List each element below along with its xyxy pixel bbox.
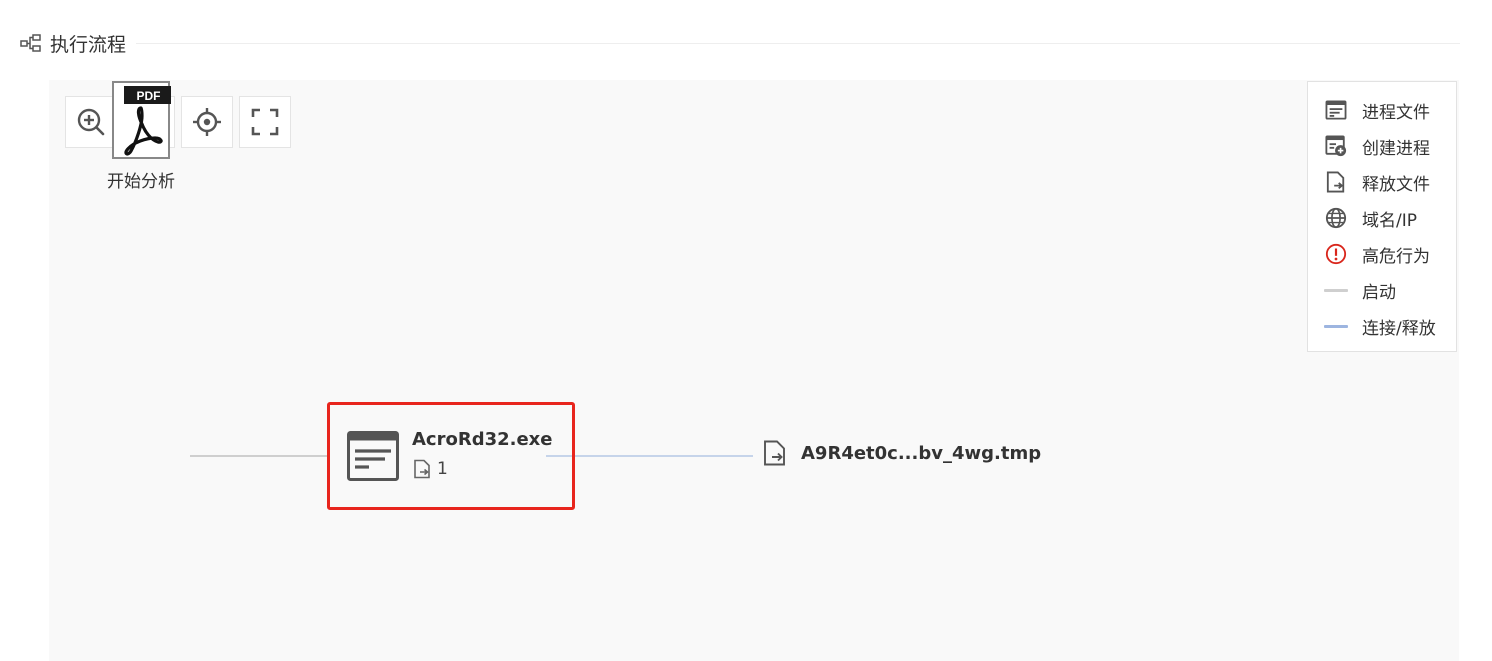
legend-label: 创建进程 [1362,138,1430,159]
edge-launch [190,455,329,457]
legend-label: 域名/IP [1362,210,1417,231]
alert-icon [1322,240,1350,268]
section-divider [136,42,1460,44]
graph-toolbar [65,96,291,148]
legend-item-release-file: 释放文件 [1308,164,1456,200]
globe-icon [1322,204,1350,232]
process-name: AcroRd32.exe [412,429,553,450]
release-file-icon [1322,168,1350,196]
section-title: 执行流程 [50,33,127,56]
flow-tree-icon [20,34,42,52]
legend-item-launch: 启动 [1308,272,1456,308]
legend-label: 高危行为 [1362,246,1430,267]
zoom-in-icon [77,108,105,136]
edge-release [546,455,753,457]
legend-item-create-process: 创建进程 [1308,128,1456,164]
crosshair-icon [193,108,221,136]
release-file-icon [764,440,785,466]
start-node-label: 开始分析 [107,172,175,192]
process-release-count: 1 [413,459,448,479]
process-file-icon [347,431,399,481]
release-file-icon [414,459,430,479]
legend-item-process-file: 进程文件 [1308,92,1456,128]
process-node[interactable]: AcroRd32.exe 1 [327,402,575,510]
legend-label: 释放文件 [1362,174,1430,195]
legend-item-high-risk: 高危行为 [1308,236,1456,272]
blue-line-icon [1322,312,1350,340]
center-button[interactable] [181,96,233,148]
gray-line-icon [1322,276,1350,304]
create-process-icon [1322,132,1350,160]
fullscreen-icon [251,108,279,136]
section-header: 执行流程 [20,28,1460,58]
released-file-node[interactable]: A9R4et0c...bv_4wg.tmp [763,440,1041,466]
process-file-icon [1322,96,1350,124]
pdf-badge: PDF [137,89,161,103]
graph-legend: 进程文件 创建进程 [1307,81,1457,352]
pdf-file-icon: PDF [112,81,171,159]
flow-canvas[interactable]: 进程文件 创建进程 [49,80,1459,661]
zoom-in-button[interactable] [65,96,117,148]
fullscreen-button[interactable] [239,96,291,148]
legend-item-connect-release: 连接/释放 [1308,308,1456,344]
release-count-value: 1 [437,459,448,479]
legend-label: 启动 [1362,282,1396,303]
legend-item-domain-ip: 域名/IP [1308,200,1456,236]
legend-label: 连接/释放 [1362,318,1436,339]
released-file-name: A9R4et0c...bv_4wg.tmp [801,442,1042,464]
legend-label: 进程文件 [1362,102,1430,123]
